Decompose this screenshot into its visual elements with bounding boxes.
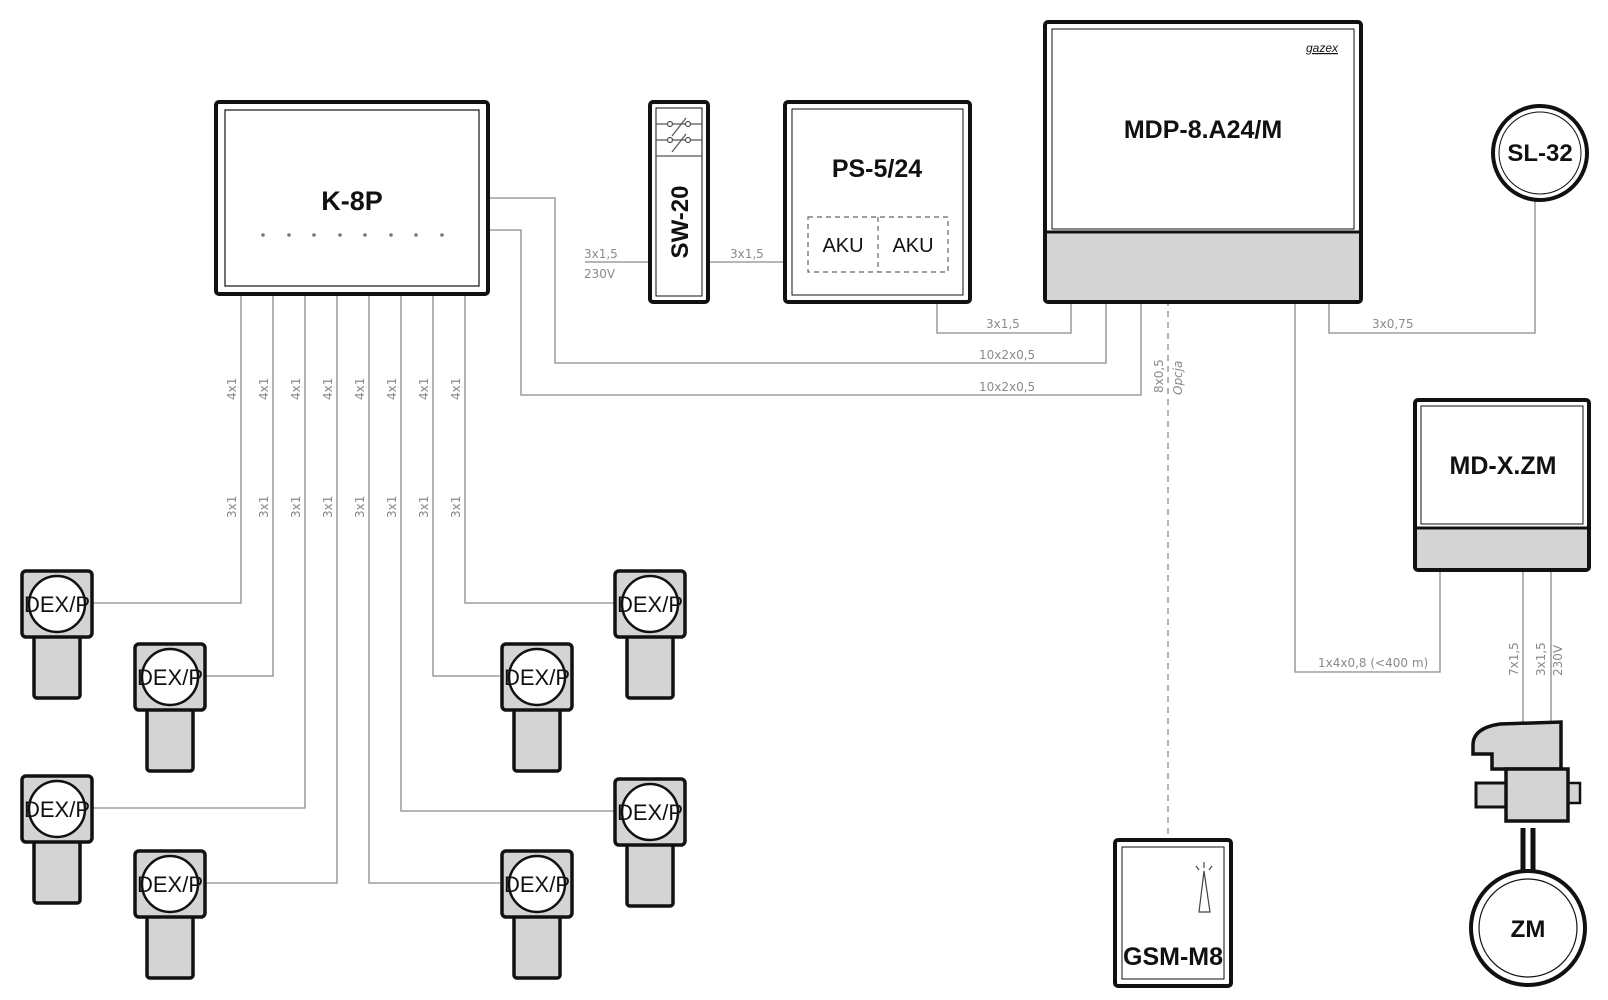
dex-detector-1: DEX/P [20,569,94,700]
dex-label: DEX/P [137,665,203,690]
dex-detector-6: DEX/P [613,777,687,908]
gsm-label: GSM-M8 [1123,943,1223,971]
gsm-module: GSM-M8 [1113,838,1233,988]
zm-label: ZM [1511,916,1546,943]
sw20-label: SW-20 [667,186,694,259]
zm-cable-label-b: 3x1,5 [1534,642,1548,676]
sw20-switch: SW-20 [648,100,710,304]
mdp-label: MDP-8.A24/M [1124,116,1282,144]
k8p-upper-cable-label: 4x1 [321,378,335,400]
ps-mdp-cable-label: 3x1,5 [986,317,1020,331]
ps-mdp-wire [936,300,1072,334]
dex-label: DEX/P [504,872,570,897]
k8p-lower-cable-label: 3x1 [257,496,271,518]
k8p-lower-cable-label: 3x1 [289,496,303,518]
k8p-controller: K-8P [214,100,490,296]
ps-label: PS-5/24 [832,155,922,183]
dex-detector-5: DEX/P [500,849,574,980]
k8p-upper-cable-label: 4x1 [417,378,431,400]
sl32-siren: SL-32 [1491,104,1589,202]
zm-valve: ZM [1469,720,1587,987]
mains-cable-label: 3x1,5 [584,247,618,261]
bus-wire-lower [489,229,1142,396]
antenna-icon [1195,862,1213,913]
sl32-label: SL-32 [1507,140,1572,167]
k8p-upper-cable-labels: 4x1 4x1 4x1 4x1 4x1 4x1 4x1 4x1 [225,378,463,400]
dex-detector-3: DEX/P [20,774,94,905]
dex-label: DEX/P [24,797,90,822]
k8p-upper-cable-label: 4x1 [225,378,239,400]
dex-detector-8: DEX/P [613,569,687,700]
dex-label: DEX/P [137,872,203,897]
k8p-upper-cable-label: 4x1 [289,378,303,400]
k8p-lower-cable-label: 3x1 [225,496,239,518]
battery-2-label: AKU [892,235,933,257]
sw-ps-cable-label: 3x1,5 [730,247,764,261]
zm-cable-label-a: 7x1,5 [1507,642,1521,676]
switch-symbol [656,117,702,157]
ps-power-supply: PS-5/24 AKU AKU [783,100,972,304]
zm-voltage-label: 230V [1551,644,1565,676]
mains-voltage-label: 230V [584,267,616,281]
dex-detector-7: DEX/P [500,642,574,773]
bus-wire-upper [489,197,1107,364]
dex-label: DEX/P [24,592,90,617]
k8p-led-row [261,233,444,237]
mdp-control-panel: gazex MDP-8.A24/M [1043,20,1363,304]
k8p-lower-cable-label: 3x1 [385,496,399,518]
mdp-sl-wire [1328,200,1536,334]
mdp-mdx-wire [1294,300,1441,673]
k8p-lower-cable-label: 3x1 [417,496,431,518]
k8p-upper-cable-label: 4x1 [257,378,271,400]
dex-detector-2: DEX/P [133,642,207,773]
dex-detector-4: DEX/P [133,849,207,980]
k8p-label: K-8P [321,186,383,216]
gsm-option-label: Opcja [1171,361,1185,395]
wires [92,197,1568,884]
k8p-upper-cable-label: 4x1 [449,378,463,400]
dex-label: DEX/P [504,665,570,690]
mdx-label: MD-X.ZM [1450,452,1557,480]
battery-1-label: AKU [822,235,863,257]
k8p-lower-cable-label: 3x1 [321,496,335,518]
bus-upper-cable-label: 10x2x0,5 [979,348,1035,362]
k8p-upper-cable-label: 4x1 [353,378,367,400]
gsm-cable-label: 8x0,5 [1152,359,1166,393]
mdx-link-cable-label: 1x4x0,8 (<400 m) [1318,656,1428,670]
mdp-sl-cable-label: 3x0,75 [1372,317,1413,331]
mdx-module: MD-X.ZM [1413,398,1591,572]
dex-label: DEX/P [617,800,683,825]
k8p-upper-cable-label: 4x1 [385,378,399,400]
k8p-lower-cable-label: 3x1 [449,496,463,518]
k8p-output-wires [92,293,614,884]
k8p-lower-cable-label: 3x1 [353,496,367,518]
dex-label: DEX/P [617,592,683,617]
k8p-lower-cable-labels: 3x1 3x1 3x1 3x1 3x1 3x1 3x1 3x1 [225,496,463,518]
bus-lower-cable-label: 10x2x0,5 [979,380,1035,394]
brand-logo-label: gazex [1306,41,1339,55]
